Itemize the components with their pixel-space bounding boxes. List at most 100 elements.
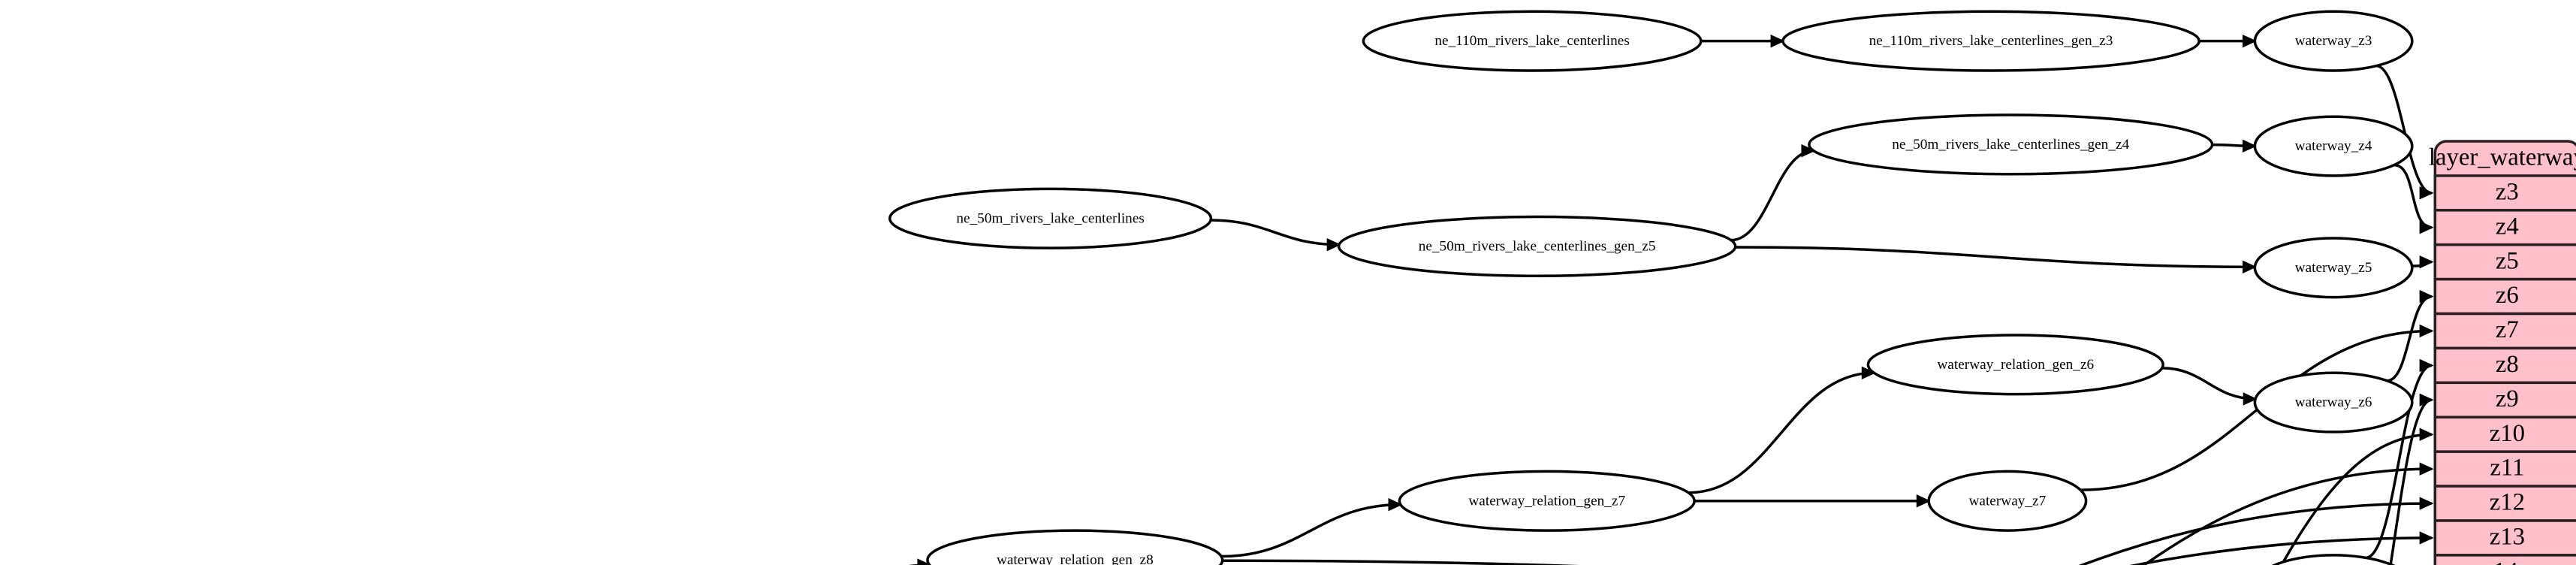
arrow-head: [1326, 237, 1341, 252]
node-shape-waterway_relation_gen_z8: [926, 529, 1224, 565]
edge-waterway_relation_gen_z8-to-waterway_relation_gen_z7: [1221, 503, 1401, 558]
node-label-waterway_z7: waterway_z7: [1968, 493, 2046, 509]
edge-waterway_z11-to-layer_waterway-z11: [2142, 467, 2432, 565]
table-row-label-z10: z10: [2490, 420, 2525, 447]
arrow-head: [917, 558, 932, 565]
edge-waterway_z10-to-layer_waterway-z10: [2279, 433, 2432, 565]
node-shape-ne_50m_rivers_lake_centerlines_gen_z5: [1337, 215, 1737, 278]
node-shape-ne_110m_rivers_lake_centerlines_gen_z3: [1781, 10, 2200, 72]
arrow-head: [1770, 34, 1785, 48]
node-ne_110m_rivers_lake_centerlines[interactable]: ne_110m_rivers_lake_centerlines: [1362, 10, 1703, 72]
table-row-label-z7: z7: [2496, 316, 2519, 343]
table-header-label: layer_waterway: [2429, 144, 2576, 171]
node-waterway_z3[interactable]: waterway_z3: [2253, 10, 2414, 72]
table-row-z14+[interactable]: [2433, 554, 2576, 565]
node-waterway_z5[interactable]: waterway_z5: [2253, 237, 2414, 299]
table-row-label-z3: z3: [2496, 178, 2519, 205]
arrow-head: [2419, 531, 2434, 545]
node-ne_50m_rivers_lake_centerlines_gen_z5[interactable]: ne_50m_rivers_lake_centerlines_gen_z5: [1337, 215, 1737, 278]
node-shape-ne_50m_rivers_lake_centerlines_gen_z4: [1808, 113, 2214, 176]
node-shape-waterway_z6: [2253, 371, 2414, 434]
node-label-waterway_relation_gen_z7: waterway_relation_gen_z7: [1468, 493, 1625, 509]
table-row-z9[interactable]: [2433, 381, 2576, 419]
node-label-waterway_z6: waterway_z6: [2295, 394, 2372, 410]
table-row-label-z11: z11: [2490, 455, 2524, 482]
node-label-waterway_z3: waterway_z3: [2295, 33, 2372, 49]
node-label-ne_50m_rivers_lake_centerlines_gen_z4: ne_50m_rivers_lake_centerlines_gen_z4: [1892, 137, 2129, 153]
edge-waterway_relation_gen_z6-to-waterway_z6: [2161, 367, 2256, 400]
node-ne_110m_rivers_lake_centerlines_gen_z3[interactable]: ne_110m_rivers_lake_centerlines_gen_z3: [1781, 10, 2200, 72]
node-label-waterway_z5: waterway_z5: [2295, 260, 2372, 276]
arrow-head: [2242, 34, 2257, 48]
node-shape-waterway_z7: [1927, 470, 2088, 532]
arrow-head: [2419, 324, 2434, 338]
edge-waterway_relation_gen_z8-to-waterway_z8: [1222, 559, 1581, 565]
arrow-head: [2243, 260, 2258, 273]
table-row-label-z6: z6: [2496, 282, 2519, 309]
table-row-z10[interactable]: [2433, 415, 2576, 453]
edges-layer: [909, 34, 2434, 565]
arrow-head: [2419, 289, 2434, 304]
node-waterway_z8[interactable]: waterway_z8: [2255, 554, 2412, 565]
table-row-label-z8: z8: [2496, 351, 2519, 378]
node-shape-waterway_z4: [2253, 115, 2414, 177]
arrow-head: [1388, 497, 1403, 512]
node-shape-ne_50m_rivers_lake_centerlines: [888, 187, 1213, 249]
edge-waterway_z9-to-layer_waterway-z9: [2389, 398, 2433, 565]
table-row-label-z9: z9: [2496, 385, 2519, 412]
arrow-head: [2242, 139, 2257, 153]
node-waterway_z7[interactable]: waterway_z7: [1927, 470, 2088, 532]
table-row-z13[interactable]: [2433, 519, 2576, 557]
node-label-ne_110m_rivers_lake_centerlines_gen_z3: ne_110m_rivers_lake_centerlines_gen_z3: [1869, 33, 2113, 49]
node-shape-waterway_z5: [2253, 237, 2414, 299]
arrow-head: [2243, 392, 2258, 406]
node-waterway_relation_gen_z7[interactable]: waterway_relation_gen_z7: [1398, 470, 1696, 532]
table-row-label-z4: z4: [2496, 213, 2519, 240]
node-waterway_relation_gen_z6[interactable]: waterway_relation_gen_z6: [1866, 334, 2164, 396]
node-label-waterway_relation_gen_z8: waterway_relation_gen_z8: [997, 552, 1154, 565]
nodes-layer: imposm3osm_waterway_relationosm_waterway…: [888, 10, 2414, 565]
node-shape-waterway_z3: [2253, 10, 2414, 72]
node-label-ne_50m_rivers_lake_centerlines_gen_z5: ne_50m_rivers_lake_centerlines_gen_z5: [1419, 238, 1656, 254]
node-shape-waterway_relation_gen_z6: [1866, 334, 2164, 396]
node-label-waterway_z4: waterway_z4: [2295, 138, 2372, 154]
node-shape-waterway_z8: [2271, 554, 2396, 565]
table-row-label-z12: z12: [2490, 489, 2525, 516]
arrow-head: [2419, 497, 2434, 510]
node-shape-ne_110m_rivers_lake_centerlines: [1362, 10, 1703, 72]
table-row-label-z5: z5: [2496, 247, 2519, 274]
node-waterway_z4[interactable]: waterway_z4: [2253, 115, 2414, 177]
table-layer: layer_waterway z3 z4 z5 z6 z7 z8 z9 z10 z11 z12 z13…: [2429, 140, 2576, 565]
arrow-head: [2419, 462, 2434, 476]
edge-waterway_z3-to-layer_waterway-z3: [2375, 64, 2433, 195]
edge-waterway_z8-to-layer_waterway-z8: [2365, 364, 2433, 560]
node-ne_50m_rivers_lake_centerlines[interactable]: ne_50m_rivers_lake_centerlines: [888, 187, 1213, 249]
arrow-head: [1916, 494, 1931, 508]
node-label-ne_110m_rivers_lake_centerlines: ne_110m_rivers_lake_centerlines: [1434, 33, 1629, 49]
arrow-head: [1801, 144, 1816, 158]
table-row-z3[interactable]: [2433, 174, 2576, 212]
table-row-z7[interactable]: [2433, 312, 2576, 350]
table-row-z8[interactable]: [2433, 346, 2576, 385]
node-ne_50m_rivers_lake_centerlines_gen_z4[interactable]: ne_50m_rivers_lake_centerlines_gen_z4: [1808, 113, 2214, 176]
node-label-ne_50m_rivers_lake_centerlines: ne_50m_rivers_lake_centerlines: [956, 210, 1145, 226]
node-waterway_relation_gen_z8[interactable]: waterway_relation_gen_z8: [926, 529, 1224, 565]
table-row-label-z14+: z14+: [2483, 557, 2532, 565]
arrow-head: [1861, 366, 1876, 379]
table-row-label-z13: z13: [2490, 524, 2525, 551]
arrow-head: [2419, 255, 2434, 269]
arrow-head: [2419, 358, 2434, 373]
edge-ne_50m_rivers_lake_centerlines_gen_z5-to-waterway_z5: [1735, 246, 2255, 269]
edge-ne_50m_rivers_lake_centerlines_gen_z5-to-ne_50m_rivers_lake_centerlines_gen_z4: [1730, 149, 1814, 242]
node-label-waterway_relation_gen_z6: waterway_relation_gen_z6: [1937, 357, 2094, 373]
table-row-z11[interactable]: [2433, 450, 2576, 488]
table-row-z12[interactable]: [2433, 485, 2576, 522]
table-row-z6[interactable]: [2433, 277, 2576, 316]
edge-waterway_relation_gen_z7-to-waterway_relation_gen_z6: [1688, 371, 1875, 494]
edge-ne_50m_rivers_lake_centerlines-to-ne_50m_rivers_lake_centerlines_gen_z5: [1211, 219, 1340, 246]
arrow-head: [2419, 428, 2434, 441]
layer-waterway-table: layer_waterway z3 z4 z5 z6 z7 z8 z9 z10 z11 z12 z13…: [2429, 140, 2576, 565]
node-waterway_z6[interactable]: waterway_z6: [2253, 371, 2414, 434]
